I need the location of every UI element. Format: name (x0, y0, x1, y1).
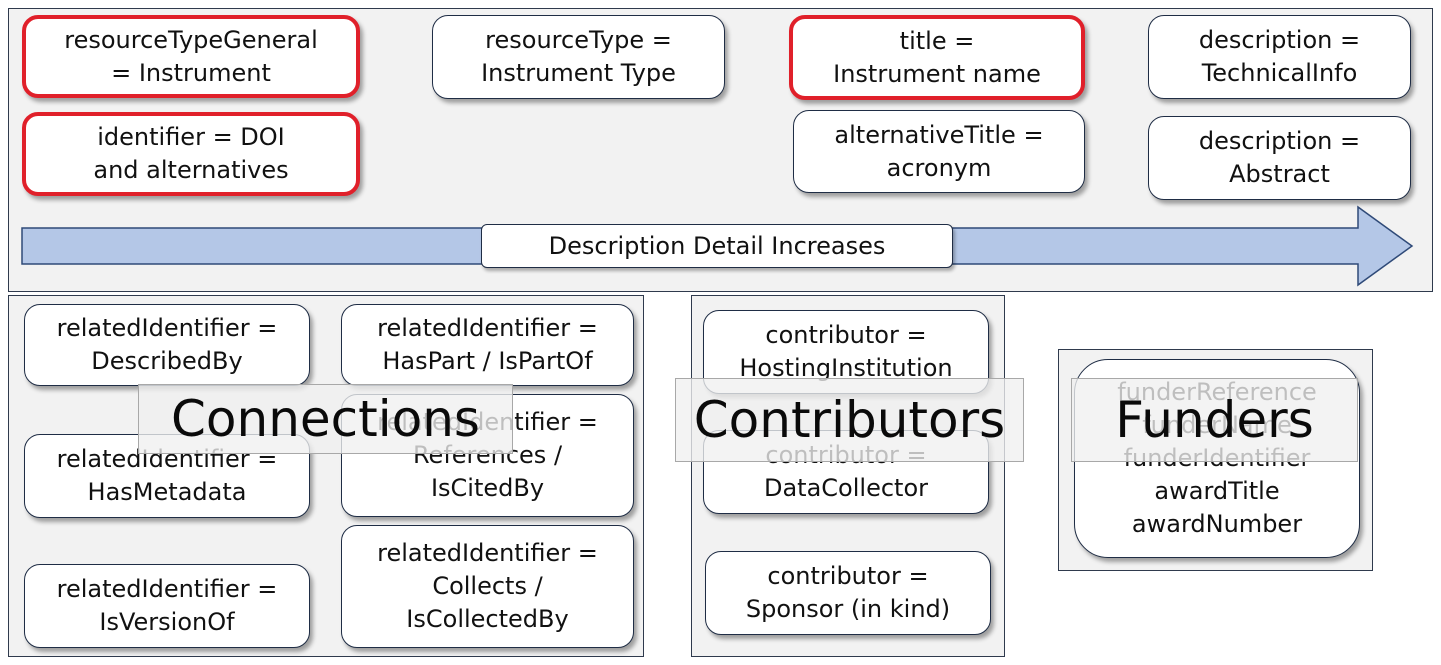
arrow-label: Description Detail Increases (481, 224, 953, 268)
box-line: IsCitedBy (430, 474, 545, 502)
box-line: Abstract (1229, 160, 1330, 188)
box-line: IsVersionOf (99, 608, 235, 636)
box-line: resourceType = (485, 26, 672, 54)
box-line: resourceTypeGeneral (64, 25, 318, 54)
contributor-sponsor-box: contributor = Sponsor (in kind) (705, 551, 991, 635)
box-line: relatedIdentifier = (377, 314, 598, 342)
alternative-title-box: alternativeTitle = acronym (793, 110, 1085, 193)
box-line: DescribedBy (91, 347, 243, 375)
box-line: acronym (886, 153, 992, 182)
box-line: relatedIdentifier = (377, 539, 598, 567)
box-line: awardNumber (1131, 510, 1303, 538)
related-version-of-box: relatedIdentifier = IsVersionOf (24, 564, 310, 648)
resource-type-box: resourceType = Instrument Type (432, 15, 725, 99)
box-line: contributor = (767, 562, 929, 590)
box-line: description = (1198, 26, 1361, 54)
box-line: Instrument name (833, 59, 1041, 88)
box-line: Instrument Type (481, 59, 676, 87)
box-line: HostingInstitution (739, 354, 953, 382)
connections-overlay-label: Connections (138, 384, 513, 454)
resource-type-general-box: resourceTypeGeneral = Instrument (22, 15, 360, 98)
box-line: = Instrument (111, 58, 271, 87)
related-collects-box: relatedIdentifier = Collects / IsCollect… (341, 525, 634, 648)
description-technical-box: description = TechnicalInfo (1148, 15, 1411, 99)
box-line: TechnicalInfo (1201, 59, 1358, 87)
contributors-overlay-label: Contributors (675, 378, 1024, 462)
related-has-part-box: relatedIdentifier = HasPart / IsPartOf (341, 304, 634, 386)
description-abstract-box: description = Abstract (1148, 116, 1411, 200)
box-line: and alternatives (93, 156, 289, 184)
box-line: IsCollectedBy (406, 605, 569, 633)
box-line: HasPart / IsPartOf (382, 347, 593, 375)
box-line: relatedIdentifier = (56, 314, 278, 342)
related-described-by-box: relatedIdentifier = DescribedBy (24, 304, 310, 386)
box-line: Sponsor (in kind) (745, 595, 951, 623)
box-line: title = (899, 26, 975, 55)
box-line: description = (1198, 127, 1361, 155)
box-line: relatedIdentifier = (56, 575, 278, 603)
box-line: HasMetadata (87, 478, 247, 506)
funders-overlay-label: Funders (1071, 378, 1358, 462)
box-line: alternativeTitle = (834, 120, 1044, 149)
box-line: awardTitle (1154, 477, 1280, 505)
box-line: Collects / (432, 572, 543, 600)
box-line: contributor = (765, 321, 927, 349)
title-box: title = Instrument name (789, 15, 1085, 100)
box-line: DataCollector (763, 474, 928, 502)
box-line: identifier = DOI (97, 123, 285, 151)
identifier-box: identifier = DOI and alternatives (22, 112, 360, 196)
